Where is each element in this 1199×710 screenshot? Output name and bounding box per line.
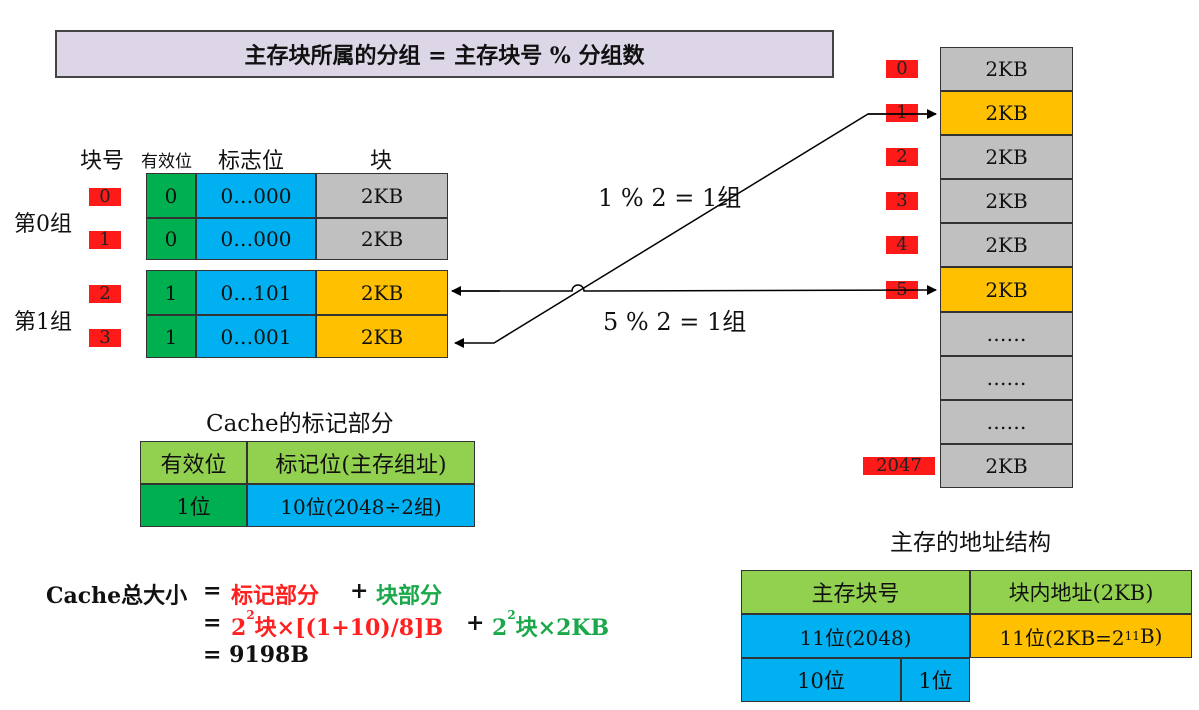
mem-block-cell: 2KB xyxy=(940,179,1073,223)
cache-block-cell: 2KB xyxy=(316,270,448,315)
header-block-no: 块号 xyxy=(80,149,125,174)
addr-offset-post: B) xyxy=(1139,624,1163,648)
cache-tag-cell: 0…001 xyxy=(196,315,316,358)
total-line2-tag-part: 22块×[(1+10)/8]B xyxy=(231,608,444,642)
mem-block-no: 0 xyxy=(886,60,918,78)
header-block: 块 xyxy=(370,149,393,174)
cache-block-cell: 2KB xyxy=(316,218,448,260)
tag-part-title: Cache的标记部分 xyxy=(206,411,394,437)
cache-valid-cell: 0 xyxy=(146,173,196,218)
total-line2-eq: = xyxy=(203,610,222,636)
mem-block-no: 1 xyxy=(886,104,918,122)
header-valid: 有效位 xyxy=(141,152,192,172)
cache-tag-cell: 0…000 xyxy=(196,173,316,218)
cache-valid-cell: 0 xyxy=(146,218,196,260)
cache-block-cell: 2KB xyxy=(316,173,448,218)
tag-part-header-tag: 标记位(主存组址) xyxy=(247,441,475,484)
tag-part-header-valid: 有效位 xyxy=(140,441,247,484)
cache-tag-cell: 0…000 xyxy=(196,218,316,260)
group0-label: 第0组 xyxy=(14,212,72,237)
mem-block-cell: 2KB xyxy=(940,444,1073,488)
cache-block-no: 2 xyxy=(89,285,121,303)
arrow-cache2-to-mem5 xyxy=(452,284,937,296)
total-line2-plus: + xyxy=(466,610,485,636)
addr-title: 主存的地址结构 xyxy=(890,530,1051,556)
tag-part-tag-bits: 10位(2048÷2组) xyxy=(247,484,475,527)
mem-block-cell: 2KB xyxy=(940,47,1073,91)
addr-block-bits: 11位(2048) xyxy=(741,614,970,658)
addr-offset-pre: 11位(2KB=2 xyxy=(999,625,1125,650)
mem-block-cell: …… xyxy=(940,312,1073,356)
mem-block-cell: 2KB xyxy=(940,267,1073,312)
mem-block-cell: …… xyxy=(940,400,1073,444)
cache-block-no: 0 xyxy=(89,188,121,206)
mem-block-no: 2047 xyxy=(863,457,935,475)
mem-block-cell: 2KB xyxy=(940,91,1073,135)
total-plus: + xyxy=(350,578,369,604)
formula-title: 主存块所属的分组 = 主存块号 % 分组数 xyxy=(244,43,645,69)
total-line2-tag-rest: 块×[(1+10)/8]B xyxy=(254,615,444,641)
cache-block-no: 3 xyxy=(89,329,121,347)
mem-block-no: 4 xyxy=(886,236,918,254)
total-term-block: 块部分 xyxy=(376,583,443,609)
mem-block-cell: …… xyxy=(940,356,1073,400)
cache-tag-cell: 0…101 xyxy=(196,270,316,315)
total-label: Cache总大小 xyxy=(46,583,188,609)
addr-offset-exp: 11 xyxy=(1124,629,1140,643)
mem-block-no: 2 xyxy=(886,148,918,166)
formula-title-box: 主存块所属的分组 = 主存块号 % 分组数 xyxy=(55,30,834,78)
mem-block-cell: 2KB xyxy=(940,223,1073,267)
addr-header-offset: 块内地址(2KB) xyxy=(970,570,1192,614)
cache-valid-cell: 1 xyxy=(146,315,196,358)
mapping-eq1: 1 % 2 = 1组 xyxy=(598,184,742,212)
tag-part-valid-bits: 1位 xyxy=(140,484,247,527)
addr-sub-group: 1位 xyxy=(901,658,970,702)
addr-sub-tag: 10位 xyxy=(741,658,901,702)
total-line2-block-rest: 块×2KB xyxy=(515,615,610,641)
total-line3: = 9198B xyxy=(203,642,309,668)
cache-valid-cell: 1 xyxy=(146,270,196,315)
total-line2-block-part: 22块×2KB xyxy=(492,608,610,642)
addr-header-block: 主存块号 xyxy=(741,570,970,614)
mapping-eq2: 5 % 2 = 1组 xyxy=(603,308,747,336)
header-tag: 标志位 xyxy=(218,149,285,174)
cache-block-cell: 2KB xyxy=(316,315,448,358)
mem-block-no: 3 xyxy=(886,192,918,210)
group1-label: 第1组 xyxy=(14,310,72,335)
arrow-mem1-to-cache3 xyxy=(454,113,936,348)
total-line2-block-base: 2 xyxy=(492,615,508,641)
total-line2-block-exp: 2 xyxy=(507,608,516,622)
mem-block-cell: 2KB xyxy=(940,135,1073,179)
total-eq: = xyxy=(203,578,222,604)
total-term-tag: 标记部分 xyxy=(231,583,320,609)
cache-block-no: 1 xyxy=(89,231,121,249)
total-line2-tag-base: 2 xyxy=(231,615,247,641)
total-line2-tag-exp: 2 xyxy=(246,608,255,622)
